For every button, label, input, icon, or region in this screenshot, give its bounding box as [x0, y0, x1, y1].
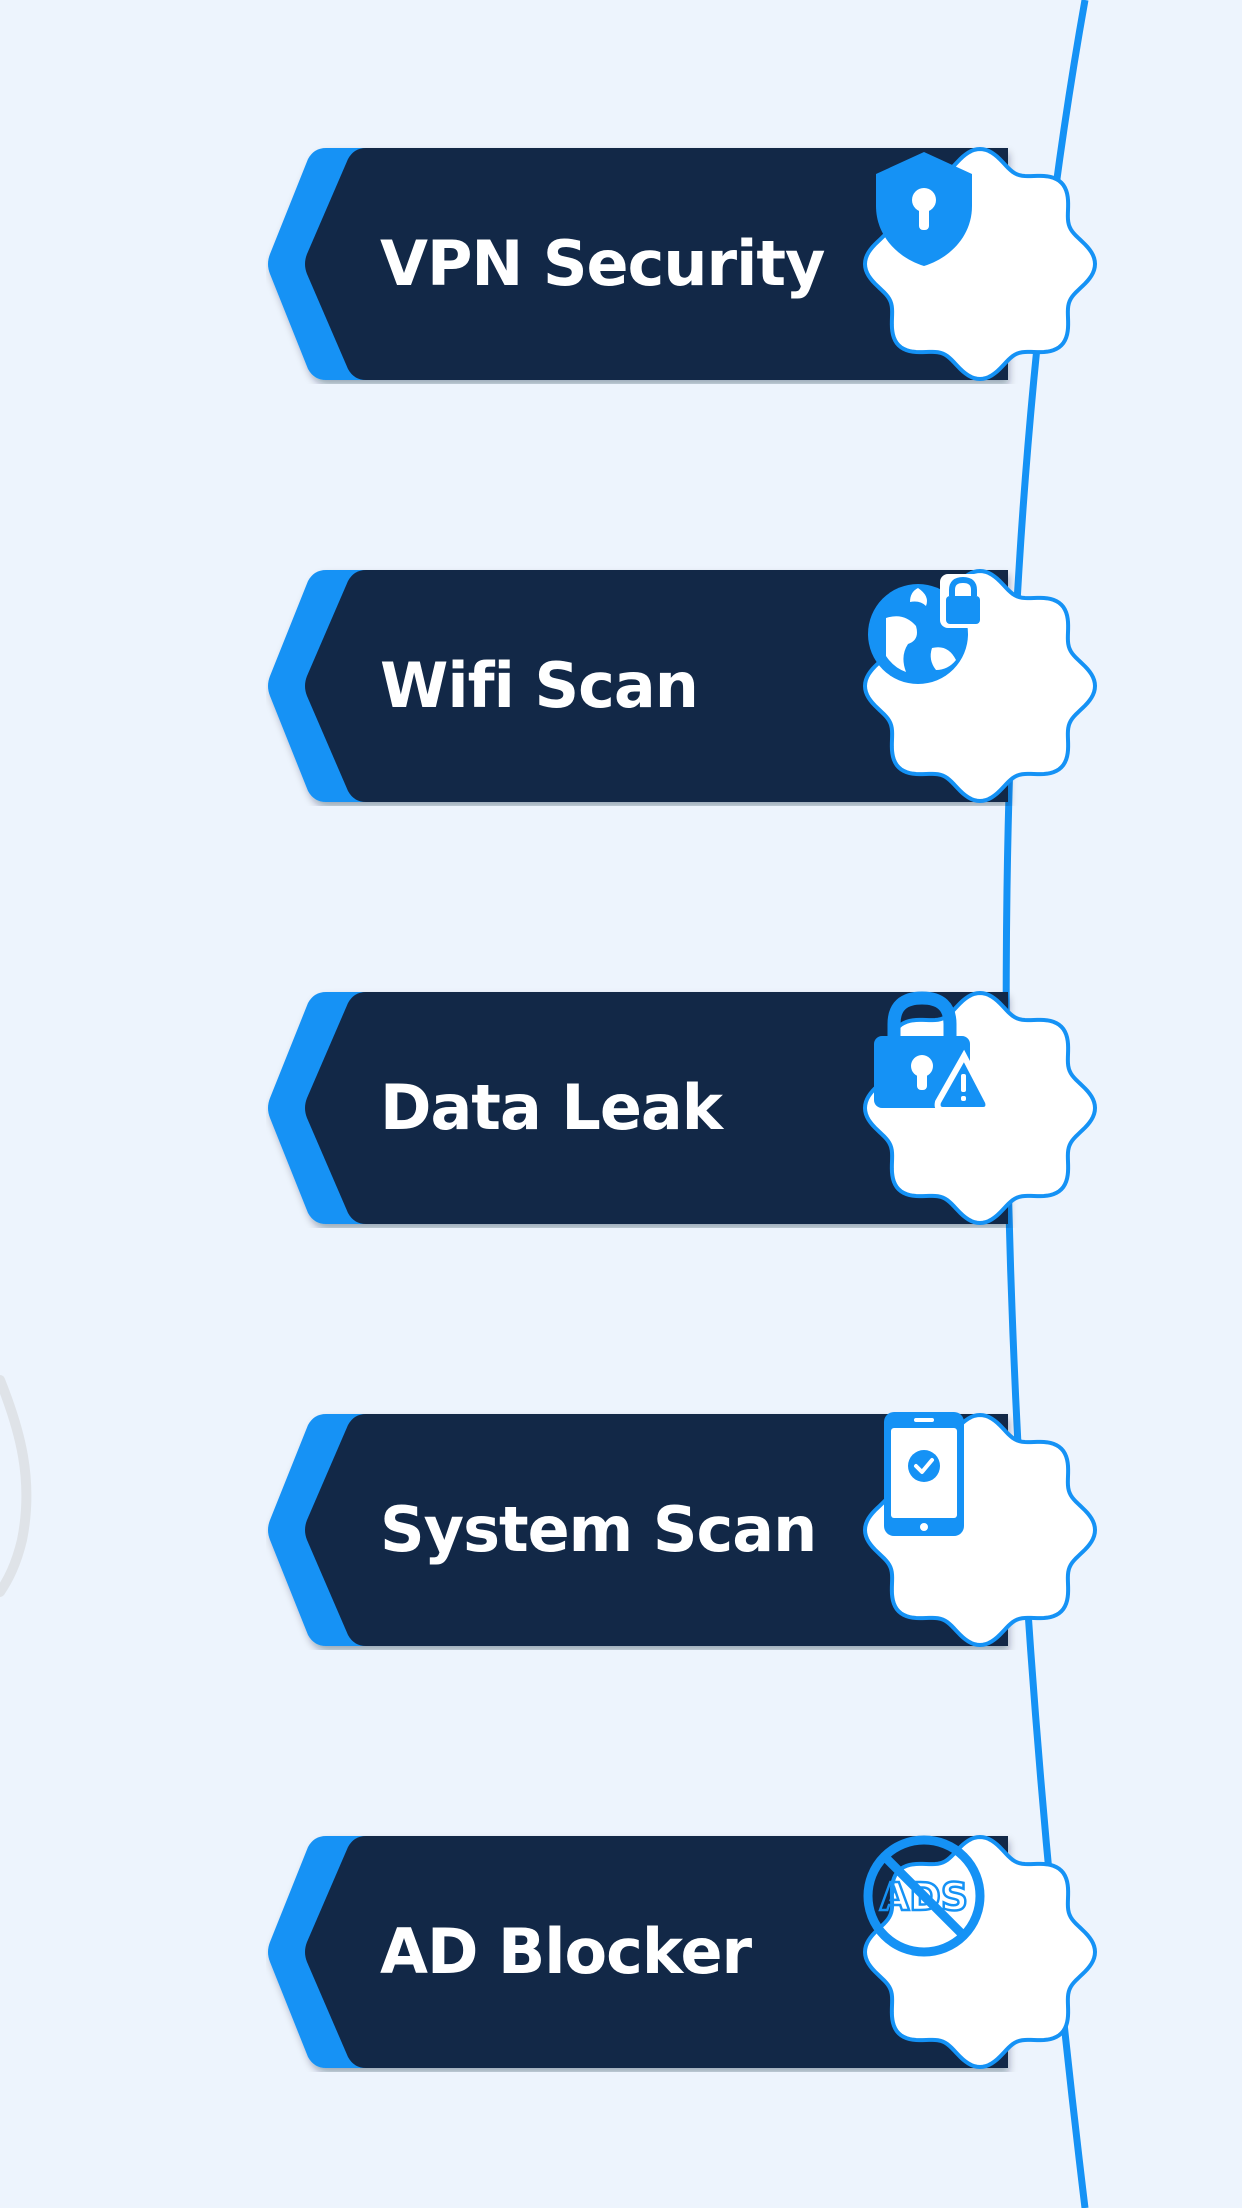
feature-badge: [860, 1410, 1100, 1650]
feature-item-data-leak[interactable]: Data Leak: [266, 988, 1101, 1228]
feature-banner: [268, 992, 1008, 1224]
shield-lock-icon: [876, 152, 972, 266]
feature-badge: [860, 988, 1100, 1228]
background-decoration: [0, 1375, 32, 1597]
feature-item-vpn-security[interactable]: VPN Security: [266, 144, 1101, 384]
feature-badge: [860, 566, 1100, 806]
feature-banner: [268, 1836, 1008, 2068]
feature-badge: ADS: [860, 1832, 1100, 2072]
feature-item-ad-blocker[interactable]: AD Blocker ADS: [266, 1832, 1101, 2072]
feature-item-system-scan[interactable]: System Scan: [266, 1410, 1101, 1650]
feature-item-wifi-scan[interactable]: Wifi Scan: [266, 566, 1101, 806]
feature-label: System Scan: [380, 1493, 817, 1566]
feature-banner: [268, 570, 1008, 802]
feature-label: Wifi Scan: [380, 649, 699, 722]
globe-lock-icon: [868, 574, 986, 684]
lock-warning-icon: [874, 991, 988, 1113]
feature-label: VPN Security: [380, 227, 825, 300]
feature-banner: [268, 148, 1008, 380]
feature-banner: [268, 1414, 1008, 1646]
feature-label: AD Blocker: [380, 1915, 752, 1988]
feature-badge: [860, 144, 1100, 384]
phone-check-icon: [884, 1412, 964, 1536]
feature-label: Data Leak: [380, 1071, 723, 1144]
ads-blocked-icon: ADS: [863, 1835, 985, 1957]
